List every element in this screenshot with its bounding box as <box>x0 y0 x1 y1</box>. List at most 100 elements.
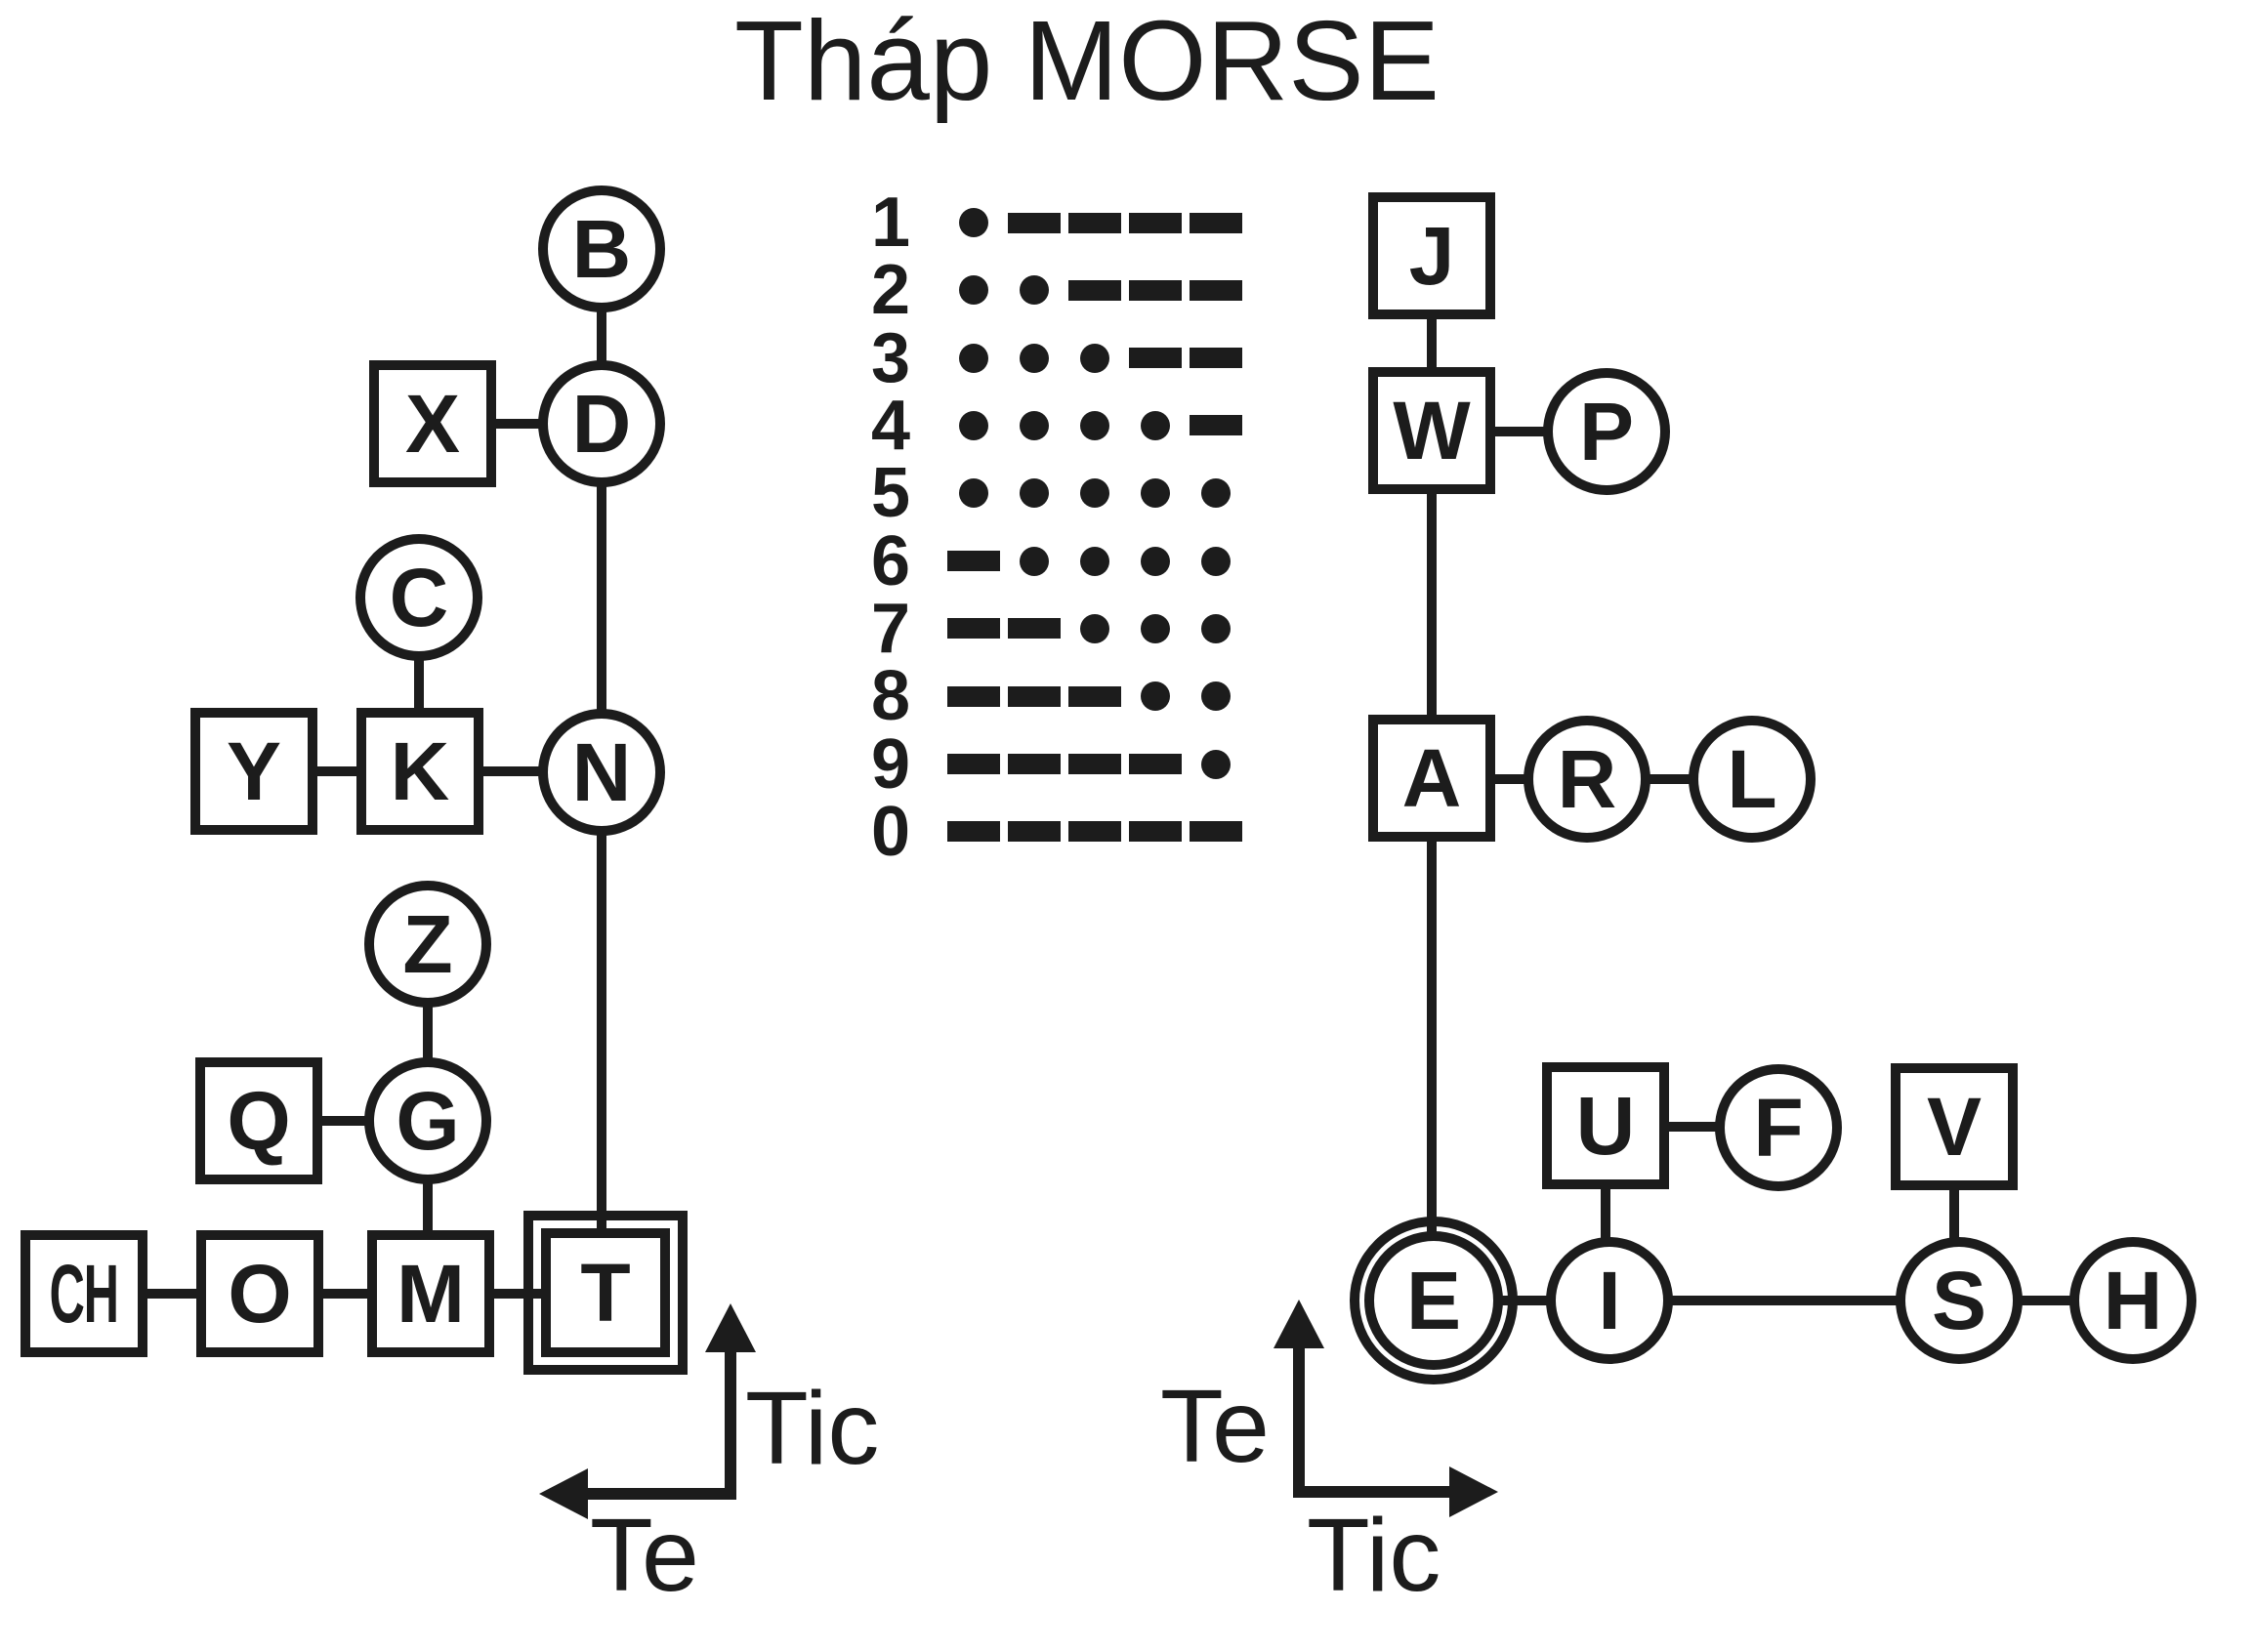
tree-edge <box>1601 1121 1610 1305</box>
morse-dash <box>1190 821 1242 843</box>
node-letter-Q: Q <box>227 1075 291 1167</box>
morse-dash <box>1068 754 1121 775</box>
node-U: U <box>1542 1062 1669 1189</box>
morse-code-5-symbol-1 <box>943 472 1004 515</box>
morse-dot <box>959 478 988 509</box>
morse-dash <box>947 551 1000 572</box>
morse-code-9-symbol-1 <box>943 743 1004 786</box>
morse-code-7-symbol-5 <box>1186 607 1246 650</box>
morse-digit-5: 5 <box>870 454 910 533</box>
node-letter-C: C <box>389 552 449 643</box>
morse-code-2-symbol-4 <box>1125 268 1186 311</box>
tree-edge <box>1427 427 1611 436</box>
node-T-inner-ring: T <box>541 1228 670 1357</box>
morse-dash <box>1129 754 1182 775</box>
morse-digit-3: 3 <box>870 318 910 397</box>
morse-code-4-symbol-3 <box>1065 404 1125 447</box>
morse-dot <box>1201 613 1231 643</box>
morse-dot <box>959 275 988 306</box>
node-letter-A: A <box>1401 732 1462 824</box>
morse-code-8-symbol-1 <box>943 675 1004 718</box>
morse-dot <box>1080 546 1109 576</box>
tree-edge <box>423 939 433 1126</box>
morse-dot <box>1141 410 1170 440</box>
node-letter-G: G <box>396 1075 460 1167</box>
morse-dash <box>1008 618 1061 640</box>
morse-digit-9: 9 <box>870 724 910 804</box>
morse-dash <box>947 754 1000 775</box>
axis-right-right-arrow-icon <box>1449 1466 1498 1517</box>
morse-code-3-symbol-1 <box>943 337 1004 380</box>
axis-left-vertical-shaft <box>725 1346 736 1500</box>
node-W: W <box>1368 367 1495 494</box>
morse-code-9-symbol-2 <box>1004 743 1065 786</box>
morse-digit-0: 0 <box>870 792 910 871</box>
morse-code-5-symbol-4 <box>1125 472 1186 515</box>
morse-code-1-symbol-3 <box>1065 201 1125 244</box>
tree-edge <box>414 593 424 776</box>
node-F: F <box>1715 1064 1842 1191</box>
morse-dot <box>1080 613 1109 643</box>
morse-dot <box>959 410 988 440</box>
morse-dash <box>1190 348 1242 369</box>
tree-edge <box>597 244 606 429</box>
node-letter-H: H <box>2103 1255 2163 1346</box>
morse-digit-1: 1 <box>870 184 910 262</box>
morse-code-7-symbol-2 <box>1004 607 1065 650</box>
morse-dash <box>1008 754 1061 775</box>
node-letter-L: L <box>1727 733 1777 825</box>
tree-edge <box>255 1289 436 1299</box>
morse-code-4-symbol-2 <box>1004 404 1065 447</box>
morse-code-3-symbol-2 <box>1004 337 1065 380</box>
morse-code-5-symbol-2 <box>1004 472 1065 515</box>
node-L: L <box>1689 716 1816 843</box>
morse-dash <box>1068 212 1121 233</box>
node-M: M <box>367 1230 494 1357</box>
node-letter-X: X <box>404 378 461 470</box>
tree-edge <box>1605 1296 1964 1305</box>
morse-code-9-symbol-4 <box>1125 743 1186 786</box>
morse-code-7-symbol-1 <box>943 607 1004 650</box>
tree-edge <box>1427 774 1592 784</box>
morse-dash <box>1129 212 1182 233</box>
node-B: B <box>538 186 665 312</box>
morse-dot <box>1201 546 1231 576</box>
node-letter-O: O <box>228 1248 292 1340</box>
node-letter-F: F <box>1753 1082 1804 1174</box>
morse-code-8-symbol-5 <box>1186 675 1246 718</box>
node-T: T <box>523 1211 688 1375</box>
morse-code-9-symbol-3 <box>1065 743 1125 786</box>
morse-code-0-symbol-3 <box>1065 810 1125 853</box>
morse-code-3-symbol-3 <box>1065 337 1125 380</box>
node-letter-Z: Z <box>402 898 453 990</box>
tree-edge <box>415 766 606 776</box>
tree-edge <box>428 419 606 429</box>
morse-code-7-symbol-3 <box>1065 607 1125 650</box>
morse-code-2-symbol-5 <box>1186 268 1246 311</box>
morse-code-0-symbol-5 <box>1186 810 1246 853</box>
morse-code-4-symbol-1 <box>943 404 1004 447</box>
morse-code-8-symbol-4 <box>1125 675 1186 718</box>
node-J: J <box>1368 192 1495 319</box>
tree-edge <box>1427 251 1437 435</box>
morse-code-2-symbol-1 <box>943 268 1004 311</box>
tree-edge <box>1949 1122 1959 1305</box>
node-X: X <box>369 360 496 487</box>
morse-dash <box>1068 279 1121 301</box>
morse-dot <box>1201 749 1231 779</box>
node-D: D <box>538 360 665 487</box>
morse-dot <box>1020 546 1049 576</box>
node-letter-B: B <box>571 203 632 295</box>
morse-dot <box>1141 546 1170 576</box>
tree-edge <box>597 767 606 1298</box>
morse-dot <box>1020 343 1049 373</box>
morse-digit-2: 2 <box>870 251 910 330</box>
morse-dash <box>1190 212 1242 233</box>
node-E: E <box>1350 1217 1518 1384</box>
node-letter-P: P <box>1578 386 1635 477</box>
morse-code-2-symbol-2 <box>1004 268 1065 311</box>
